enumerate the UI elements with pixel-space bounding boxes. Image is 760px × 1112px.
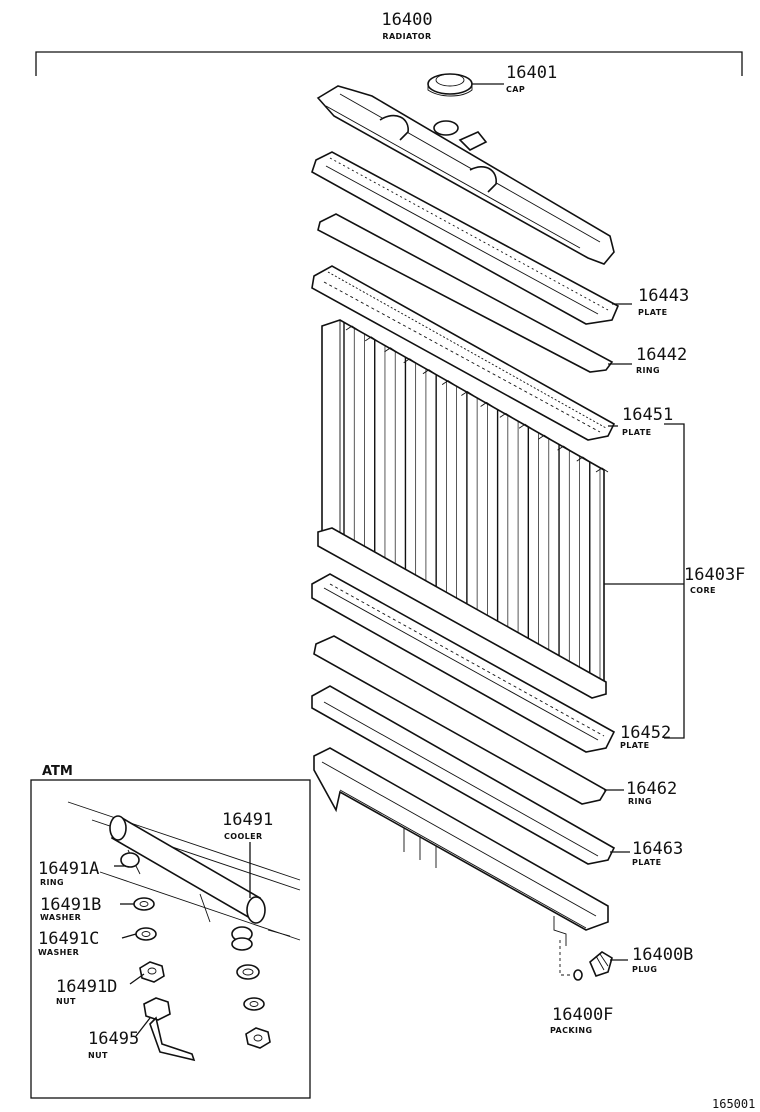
ring-lower-number: 16462 bbox=[626, 779, 677, 799]
cap-number: 16401 bbox=[506, 63, 557, 83]
core-tube-top bbox=[557, 445, 570, 451]
cap-name: CAP bbox=[506, 85, 525, 94]
plug-number: 16400B bbox=[632, 945, 693, 965]
ring-number: 16491A bbox=[38, 859, 99, 879]
plate-core-upper-name: PLATE bbox=[622, 428, 651, 437]
core-upper-plate-drawing bbox=[311, 265, 616, 441]
washer-b-name: WASHER bbox=[40, 913, 81, 922]
figure-code: 165001 bbox=[712, 1097, 755, 1111]
plug-name: PLUG bbox=[632, 965, 657, 974]
nut-number: 16495 bbox=[88, 1029, 139, 1049]
upper-plate-drawing bbox=[311, 151, 620, 325]
washer-c-name: WASHER bbox=[38, 948, 79, 957]
core-tube-top bbox=[461, 390, 474, 396]
packing-guide-line bbox=[559, 940, 572, 976]
core-tube-top bbox=[384, 347, 397, 353]
cooler-number: 16491 bbox=[222, 810, 273, 830]
core-name: CORE bbox=[690, 586, 716, 595]
core-tube-top bbox=[595, 467, 609, 473]
ring-upper-name: RING bbox=[636, 366, 660, 375]
cooler-name: COOLER bbox=[224, 832, 263, 841]
atm-washers-drawing bbox=[133, 897, 265, 1011]
nut-d-number: 16491D bbox=[56, 977, 117, 997]
atm-nuts-drawing bbox=[139, 961, 271, 1062]
core-tube-top bbox=[364, 336, 378, 342]
core-tube-top bbox=[403, 358, 416, 364]
cap-drawing bbox=[427, 73, 473, 97]
nut-d-name: NUT bbox=[56, 997, 76, 1006]
core-tube-top bbox=[480, 401, 493, 407]
plate-upper-name: PLATE bbox=[638, 308, 667, 317]
core-tube-top bbox=[422, 369, 436, 375]
core-tube-top bbox=[538, 434, 551, 440]
core-tube-top bbox=[441, 380, 455, 385]
atm-cooler-drawing bbox=[67, 801, 301, 942]
title-number: 16400 bbox=[381, 10, 432, 30]
plate-core-lower-name: PLATE bbox=[620, 741, 649, 750]
atm-heading: ATM bbox=[42, 764, 73, 779]
lower-plate-drawing bbox=[311, 685, 616, 865]
atm-inset-box bbox=[30, 779, 311, 1099]
ring-upper-number: 16442 bbox=[636, 345, 687, 365]
packing-drawing bbox=[573, 969, 583, 981]
packing-name: PACKING bbox=[550, 1026, 592, 1035]
plate-lower-number: 16463 bbox=[632, 839, 683, 859]
ring-name: RING bbox=[40, 878, 64, 887]
title-name: RADIATOR bbox=[382, 32, 431, 41]
packing-number: 16400F bbox=[552, 1005, 613, 1025]
plate-core-upper-number: 16451 bbox=[622, 405, 673, 425]
core-number: 16403F bbox=[684, 565, 745, 585]
top-bracket bbox=[35, 51, 743, 76]
leader-16495 bbox=[135, 1017, 151, 1037]
washer-c-number: 16491C bbox=[38, 929, 99, 949]
lower-ring-drawing bbox=[313, 635, 608, 805]
washer-b-number: 16491B bbox=[40, 895, 101, 915]
plate-upper-number: 16443 bbox=[638, 286, 689, 306]
core-tube-top bbox=[345, 325, 359, 331]
ring-lower-name: RING bbox=[628, 797, 652, 806]
core-tube-top bbox=[518, 423, 532, 429]
core-tube-top bbox=[499, 412, 513, 418]
lower-tank-drawing bbox=[313, 747, 609, 946]
core-fins bbox=[343, 322, 609, 686]
nut-name: NUT bbox=[88, 1051, 108, 1060]
leader-16491d bbox=[129, 973, 145, 985]
upper-tank-drawing bbox=[316, 85, 615, 265]
plate-core-lower-number: 16452 bbox=[620, 723, 671, 743]
core-lower-plate-drawing bbox=[311, 573, 616, 753]
plate-lower-name: PLATE bbox=[632, 858, 661, 867]
core-drawing bbox=[317, 319, 609, 699]
leader-16491c bbox=[121, 933, 137, 939]
core-tube-top bbox=[576, 456, 590, 462]
upper-ring-drawing bbox=[317, 213, 614, 373]
plug-drawing bbox=[589, 951, 613, 977]
core-bracket bbox=[664, 423, 685, 739]
